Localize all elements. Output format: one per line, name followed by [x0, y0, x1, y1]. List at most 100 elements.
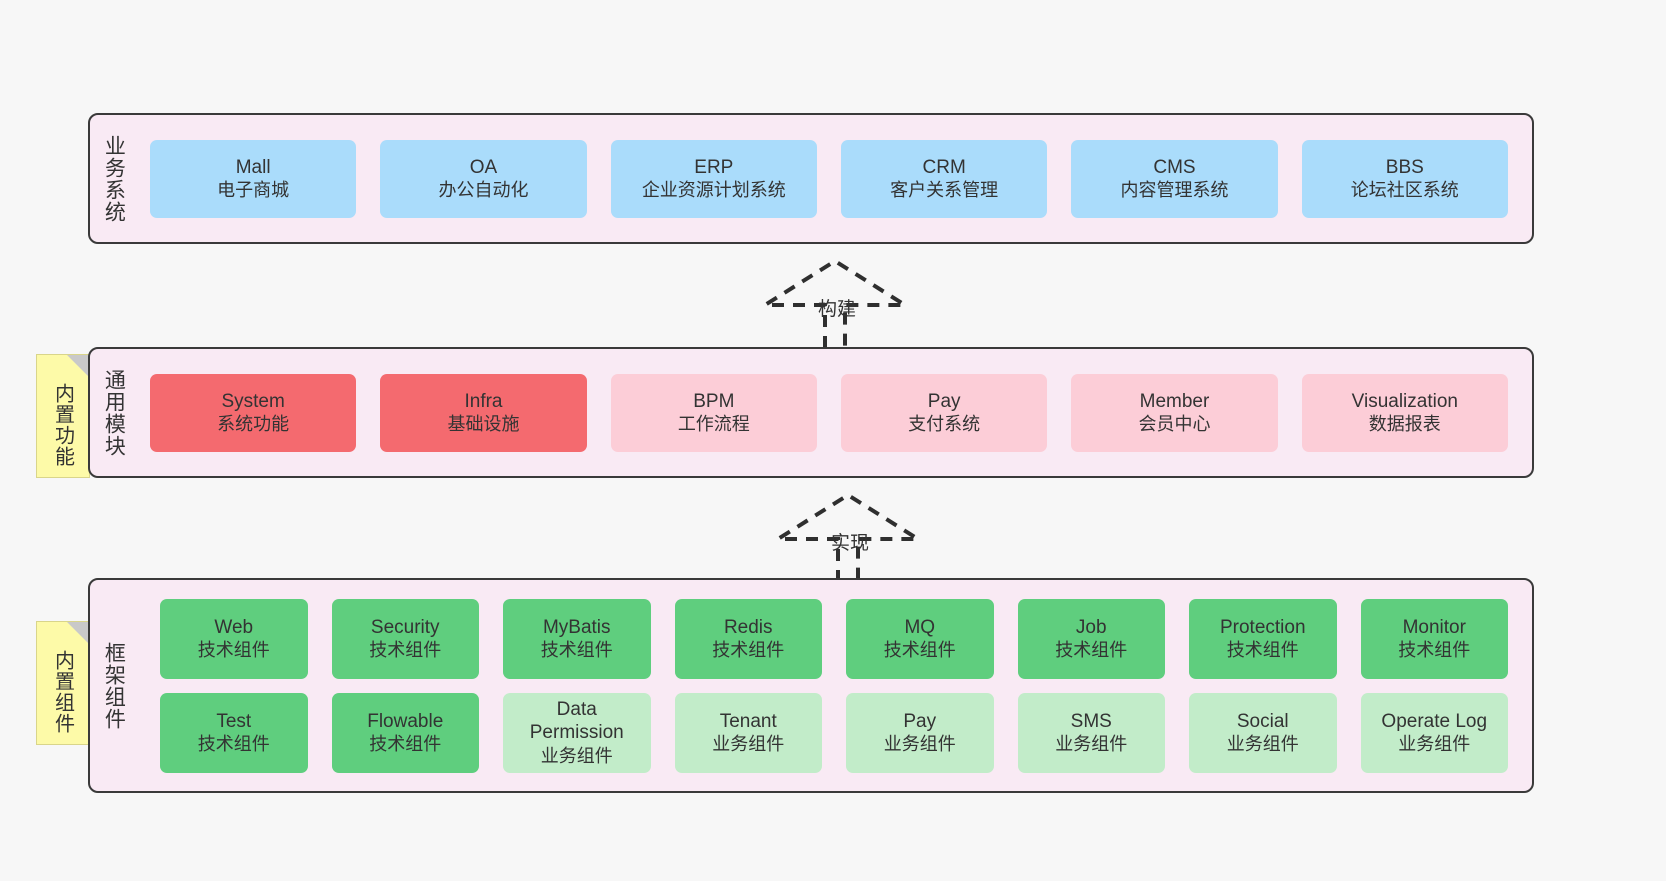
node-social-en: Social	[1236, 710, 1289, 732]
layer-common-module-nodes: System 系统功能 Infra 基础设施 BPM 工作流程 Pay 支付系统…	[136, 349, 1532, 476]
node-protection[interactable]: Protection 技术组件	[1189, 598, 1337, 679]
connector-build-arrow-icon	[758, 258, 912, 348]
node-member[interactable]: Member 会员中心	[1071, 373, 1278, 452]
node-web-en: Web	[214, 616, 254, 638]
node-crm[interactable]: CRM 客户关系管理	[840, 139, 1048, 218]
node-oa-cn: 办公自动化	[438, 180, 529, 201]
node-mall-cn: 电子商城	[217, 180, 290, 201]
node-pay-module-cn: 支付系统	[908, 414, 981, 435]
node-test[interactable]: Test 技术组件	[160, 692, 308, 773]
framework-row-technical: Web 技术组件 Security 技术组件 MyBatis 技术组件 Redi…	[148, 598, 1520, 679]
node-flowable-en: Flowable	[367, 710, 444, 732]
node-oa-en: OA	[469, 156, 498, 178]
node-infra[interactable]: Infra 基础设施	[380, 373, 587, 452]
node-security-en: Security	[370, 616, 440, 638]
node-social-cn: 业务组件	[1226, 734, 1299, 755]
note-builtin-component-label: 内置组件	[51, 650, 74, 734]
layer-framework-component-nodes: Web 技术组件 Security 技术组件 MyBatis 技术组件 Redi…	[136, 580, 1532, 791]
node-monitor-en: Monitor	[1402, 616, 1466, 638]
node-erp-en: ERP	[694, 156, 734, 178]
note-builtin-component: 内置组件	[36, 621, 90, 745]
node-social[interactable]: Social 业务组件	[1189, 692, 1337, 773]
node-system[interactable]: System 系统功能	[150, 373, 357, 452]
node-tenant-en: Tenant	[719, 710, 777, 732]
node-mq[interactable]: MQ 技术组件	[846, 598, 994, 679]
connector-implement-label: 实现	[831, 533, 870, 554]
node-infra-en: Infra	[464, 390, 503, 412]
node-test-cn: 技术组件	[197, 734, 270, 755]
node-data-permission-cn: 业务组件	[540, 745, 613, 766]
node-mall[interactable]: Mall 电子商城	[150, 139, 357, 218]
node-redis-cn: 技术组件	[712, 640, 785, 661]
node-web[interactable]: Web 技术组件	[160, 598, 308, 679]
layer-framework-component-title: 框架组件	[102, 641, 126, 730]
node-bbs-en: BBS	[1385, 156, 1424, 178]
node-mq-en: MQ	[904, 616, 936, 638]
node-job[interactable]: Job 技术组件	[1017, 598, 1165, 679]
node-redis[interactable]: Redis 技术组件	[674, 598, 822, 679]
node-system-en: System	[221, 390, 285, 412]
node-sms[interactable]: SMS 业务组件	[1017, 692, 1165, 773]
node-erp[interactable]: ERP 企业资源计划系统	[610, 139, 817, 218]
node-crm-en: CRM	[922, 156, 966, 178]
node-infra-cn: 基础设施	[447, 414, 520, 435]
node-data-permission[interactable]: Data Permission 业务组件	[503, 692, 651, 773]
node-erp-cn: 企业资源计划系统	[641, 180, 786, 201]
node-oa[interactable]: OA 办公自动化	[380, 139, 587, 218]
node-member-cn: 会员中心	[1138, 414, 1211, 435]
node-mall-en: Mall	[235, 156, 271, 178]
node-bbs[interactable]: BBS 论坛社区系统	[1301, 139, 1508, 218]
node-monitor[interactable]: Monitor 技术组件	[1360, 598, 1508, 679]
node-system-cn: 系统功能	[217, 414, 290, 435]
node-member-en: Member	[1139, 390, 1210, 412]
node-operate-log-en: Operate Log	[1381, 710, 1488, 732]
node-cms-en: CMS	[1153, 156, 1196, 178]
node-pay-module[interactable]: Pay 支付系统	[840, 373, 1048, 452]
node-mq-cn: 技术组件	[883, 640, 956, 661]
framework-row-business: Test 技术组件 Flowable 技术组件 Data Permission …	[148, 692, 1520, 773]
layer-business-system: 业务系统 Mall 电子商城 OA 办公自动化 ERP 企业资源计划系统 CRM…	[88, 113, 1534, 244]
layer-common-module: 通用模块 System 系统功能 Infra 基础设施 BPM 工作流程 Pay…	[88, 347, 1534, 478]
connector-build: 构建	[755, 258, 915, 350]
node-tenant-cn: 业务组件	[712, 734, 785, 755]
node-visualization-cn: 数据报表	[1368, 414, 1441, 435]
node-monitor-cn: 技术组件	[1398, 640, 1471, 661]
connector-implement-arrow-icon	[771, 492, 925, 582]
node-tenant[interactable]: Tenant 业务组件	[674, 692, 822, 773]
node-flowable-cn: 技术组件	[369, 734, 442, 755]
node-mybatis-cn: 技术组件	[540, 640, 613, 661]
node-crm-cn: 客户关系管理	[890, 180, 999, 201]
node-sms-en: SMS	[1070, 710, 1112, 732]
connector-implement: 实现	[768, 492, 928, 584]
node-pay-component[interactable]: Pay 业务组件	[846, 692, 994, 773]
node-pay-component-en: Pay	[903, 710, 937, 732]
layer-business-system-title: 业务系统	[102, 134, 126, 223]
node-pay-component-cn: 业务组件	[883, 734, 956, 755]
node-flowable[interactable]: Flowable 技术组件	[331, 692, 479, 773]
node-security-cn: 技术组件	[369, 640, 442, 661]
node-protection-cn: 技术组件	[1226, 640, 1299, 661]
node-sms-cn: 业务组件	[1055, 734, 1128, 755]
node-pay-module-en: Pay	[927, 390, 961, 412]
node-web-cn: 技术组件	[197, 640, 270, 661]
node-cms[interactable]: CMS 内容管理系统	[1071, 139, 1278, 218]
node-mybatis-en: MyBatis	[542, 616, 611, 638]
node-bpm[interactable]: BPM 工作流程	[610, 373, 817, 452]
node-mybatis[interactable]: MyBatis 技术组件	[503, 598, 651, 679]
node-bbs-cn: 论坛社区系统	[1350, 180, 1459, 201]
node-protection-en: Protection	[1219, 616, 1306, 638]
node-job-en: Job	[1075, 616, 1107, 638]
node-data-permission-en: Data Permission	[529, 698, 624, 744]
node-visualization[interactable]: Visualization 数据报表	[1301, 373, 1508, 452]
note-builtin-function-label: 内置功能	[51, 383, 74, 467]
note-builtin-function: 内置功能	[36, 354, 90, 478]
layer-framework-component: 框架组件 Web 技术组件 Security 技术组件 MyBatis 技术组件…	[88, 578, 1534, 793]
node-bpm-cn: 工作流程	[677, 414, 750, 435]
layer-common-module-title: 通用模块	[102, 368, 126, 457]
node-job-cn: 技术组件	[1055, 640, 1128, 661]
node-operate-log-cn: 业务组件	[1398, 734, 1471, 755]
node-operate-log[interactable]: Operate Log 业务组件	[1360, 692, 1508, 773]
node-bpm-en: BPM	[693, 390, 735, 412]
node-security[interactable]: Security 技术组件	[331, 598, 479, 679]
